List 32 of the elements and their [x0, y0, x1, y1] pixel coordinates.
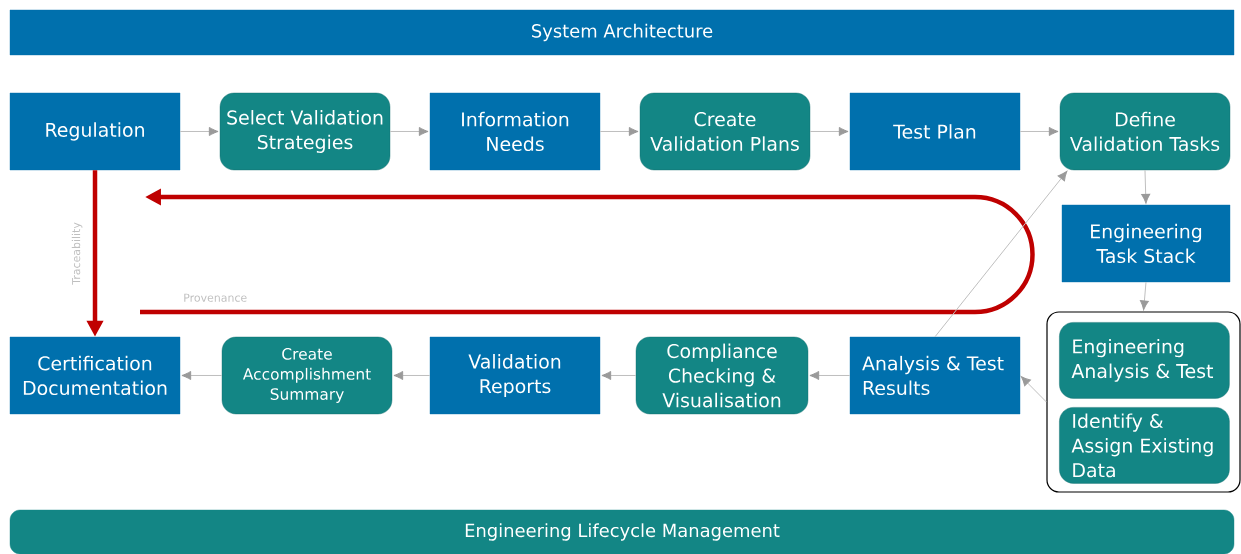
arrow — [809, 370, 851, 380]
process-box: Analysis & Test Results — [849, 336, 1021, 415]
arrow — [809, 126, 849, 136]
process-box: Regulation — [9, 92, 181, 171]
arrow — [1019, 126, 1059, 136]
process-box: Test Plan — [849, 92, 1021, 171]
rounded-process-box: Engineering Analysis & Test — [1059, 322, 1230, 399]
edge-label: Traceability — [71, 222, 83, 285]
footer-banner: Engineering Lifecycle Management — [9, 509, 1235, 554]
arrow — [1020, 376, 1047, 403]
process-box: Validation Reports — [429, 336, 601, 415]
arrow — [179, 126, 219, 136]
process-box: Information Needs — [429, 92, 601, 171]
process-box: Engineering Task Stack — [1061, 204, 1231, 283]
rounded-process-box: Identify & Assign Existing Data — [1059, 407, 1230, 484]
rounded-process-box: Compliance Checking & Visualisation — [635, 336, 809, 415]
arrow — [389, 126, 429, 136]
arrow — [181, 370, 223, 380]
rounded-process-box: Create Accomplishment Summary — [221, 336, 393, 415]
header-banner: System Architecture — [9, 9, 1235, 56]
arrow — [934, 171, 1068, 338]
process-box: Certification Documentation — [9, 336, 181, 415]
arrow — [599, 126, 639, 136]
loop-label: Provenance — [184, 293, 247, 302]
arrow — [601, 370, 637, 380]
arrow — [393, 370, 431, 380]
group-frame — [1046, 311, 1241, 493]
rounded-process-box: Define Validation Tasks — [1059, 92, 1231, 171]
arrow — [1141, 169, 1151, 204]
arrow — [1139, 281, 1149, 311]
rounded-process-box: Select Validation Strategies — [219, 92, 391, 171]
rounded-process-box: Create Validation Plans — [639, 92, 811, 171]
